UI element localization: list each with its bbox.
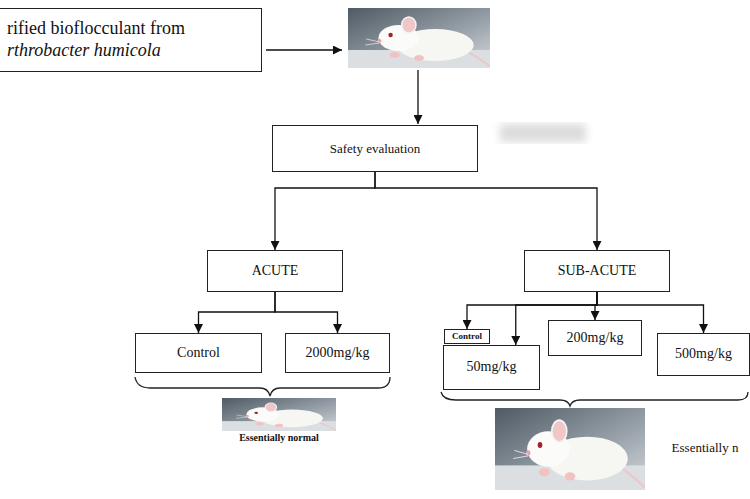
arrow-line [266,49,342,50]
blur-patch [500,124,586,142]
connector-arrow [199,292,276,333]
box-text: Control [452,331,482,342]
process-box: Control [444,329,490,344]
box-text: Control [177,345,220,362]
process-box: Control [135,333,262,373]
box-text: 2000mg/kg [306,345,370,362]
process-box: 50mg/kg [443,345,540,390]
rat-photo [348,8,490,68]
box-text: 50mg/kg [467,359,517,376]
connector-arrow [375,172,597,250]
box-text: rified bioflocculant from [7,18,185,40]
process-box: 200mg/kg [548,320,642,356]
process-box: 500mg/kg [657,333,750,376]
connector-arrow [275,292,338,333]
box-text: ACUTE [252,263,299,280]
curly-brace [135,377,390,396]
curly-brace [441,392,748,406]
process-box: ACUTE [207,250,343,292]
rat-photo [222,398,336,431]
rat-photo [495,408,645,490]
process-box: rified bioflocculant fromrthrobacter hum… [0,8,262,72]
note-label: Essentially normal [222,432,336,443]
box-text: Safety evaluation [330,141,421,157]
process-box: Safety evaluation [272,125,478,172]
box-text: 500mg/kg [675,346,732,363]
process-box: SUB-ACUTE [524,250,670,292]
box-text: rthrobacter humicola [7,40,161,62]
process-box: 2000mg/kg [285,333,390,373]
connector-arrow [275,172,375,250]
note-label: Essentially n [664,440,746,456]
arrow-line [417,70,418,124]
box-text: 200mg/kg [567,330,624,347]
box-text: SUB-ACUTE [558,263,637,280]
